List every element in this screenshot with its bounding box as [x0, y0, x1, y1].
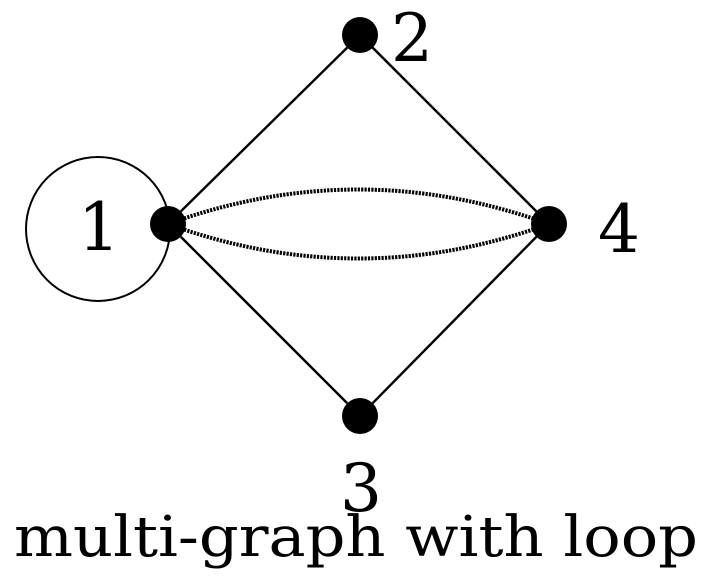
node-2-dot	[342, 17, 378, 53]
diagram-caption: multi-graph with loop	[14, 505, 698, 570]
node-2-label: 2	[391, 0, 433, 77]
node-1-dot	[150, 206, 186, 242]
node-4-dot	[531, 206, 567, 242]
edge-2-4	[359, 34, 550, 225]
node-3-label: 3	[340, 450, 382, 527]
edge-3-4	[359, 223, 550, 417]
node-1-label: 1	[78, 189, 120, 266]
node-4-label: 4	[598, 191, 640, 268]
edge-1-3	[167, 223, 361, 417]
edge-1-2	[167, 34, 361, 225]
parallel-edge-1-4-lower	[167, 222, 550, 261]
parallel-edge-1-4-upper	[167, 187, 550, 226]
node-3-dot	[342, 398, 378, 434]
